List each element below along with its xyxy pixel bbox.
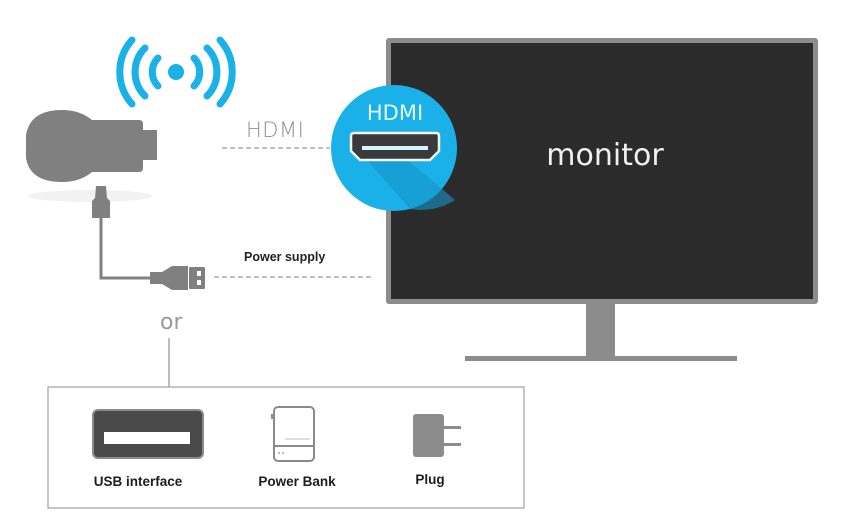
wifi-dongle-icon bbox=[26, 110, 157, 182]
wireless-signal-icon bbox=[116, 36, 236, 108]
power-supply-label: Power supply bbox=[244, 250, 326, 264]
wall-plug-icon bbox=[413, 414, 461, 457]
hdmi-port-icon bbox=[331, 85, 457, 211]
power-bank-icon bbox=[271, 406, 315, 462]
power-cable bbox=[92, 186, 152, 280]
hdmi-badge-label: HDMI bbox=[366, 101, 424, 125]
dongle-shadow bbox=[28, 190, 152, 202]
monitor-icon bbox=[386, 38, 818, 361]
or-label: or bbox=[160, 310, 183, 335]
usb-port-icon bbox=[92, 409, 204, 459]
hdmi-connection-label: HDMI bbox=[246, 118, 305, 142]
option-plug-label: Plug bbox=[415, 472, 445, 487]
option-power-bank-label: Power Bank bbox=[258, 474, 336, 489]
usb-a-plug-icon bbox=[150, 266, 205, 290]
monitor-label: monitor bbox=[546, 138, 664, 173]
option-usb-interface-label: USB interface bbox=[93, 474, 183, 489]
